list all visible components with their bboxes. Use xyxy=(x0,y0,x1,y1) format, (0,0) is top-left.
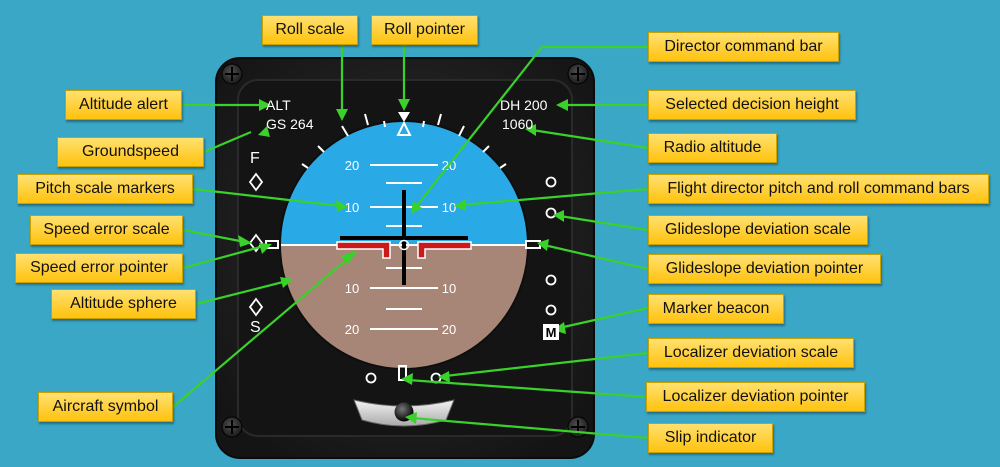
slow-label: S xyxy=(250,319,261,336)
screw-icon xyxy=(567,63,589,85)
label-localizer-deviation-pointer: Localizer deviation pointer xyxy=(646,382,865,412)
marker-beacon-indicator: M xyxy=(543,324,559,340)
leader-lines xyxy=(172,45,649,440)
label-selected-decision-height: Selected decision height xyxy=(648,90,856,120)
label-fd-pitch-roll-bars: Flight director pitch and roll command b… xyxy=(648,174,989,204)
altitude-alert-text: ALT xyxy=(266,97,291,113)
screw-icon xyxy=(567,416,589,438)
roll-pointer-top xyxy=(398,112,410,122)
label-glideslope-deviation-pointer: Glideslope deviation pointer xyxy=(648,254,881,284)
speed-error-scale xyxy=(248,172,264,317)
roll-pointer xyxy=(396,120,412,136)
pitch-mark: 20 xyxy=(345,158,359,173)
label-glideslope-deviation-scale: Glideslope deviation scale xyxy=(648,215,868,245)
pitch-mark: 20 xyxy=(442,322,456,337)
pitch-mark: 10 xyxy=(345,200,359,215)
label-director-command-bar: Director command bar xyxy=(648,32,839,62)
localizer-deviation-pointer xyxy=(398,365,407,381)
label-groundspeed: Groundspeed xyxy=(57,137,204,167)
label-marker-beacon: Marker beacon xyxy=(648,294,784,324)
label-speed-error-scale: Speed error scale xyxy=(30,215,183,245)
pitch-mark: 20 xyxy=(345,322,359,337)
label-slip-indicator: Slip indicator xyxy=(648,423,773,453)
fast-label: F xyxy=(250,150,260,167)
label-radio-altitude: Radio altitude xyxy=(648,133,777,163)
decision-height-text: DH 200 xyxy=(500,97,548,113)
label-altitude-sphere: Altitude sphere xyxy=(51,289,196,319)
screw-icon xyxy=(221,63,243,85)
pitch-mark: 10 xyxy=(442,281,456,296)
label-altitude-alert: Altitude alert xyxy=(65,90,182,120)
label-roll-pointer: Roll pointer xyxy=(371,15,478,45)
label-pitch-scale-markers: Pitch scale markers xyxy=(17,174,193,204)
label-localizer-deviation-scale: Localizer deviation scale xyxy=(648,338,854,368)
pitch-mark: 10 xyxy=(442,200,456,215)
roll-scale xyxy=(301,113,507,169)
groundspeed-text: GS 264 xyxy=(266,116,314,132)
aircraft-symbol xyxy=(336,239,472,259)
screw-icon xyxy=(221,416,243,438)
label-roll-scale: Roll scale xyxy=(262,15,358,45)
radio-altitude-text: 1060 xyxy=(502,116,534,132)
label-aircraft-symbol: Aircraft symbol xyxy=(38,392,173,422)
glideslope-deviation-scale xyxy=(545,176,557,316)
label-speed-error-pointer: Speed error pointer xyxy=(15,253,183,283)
pitch-mark: 10 xyxy=(345,281,359,296)
